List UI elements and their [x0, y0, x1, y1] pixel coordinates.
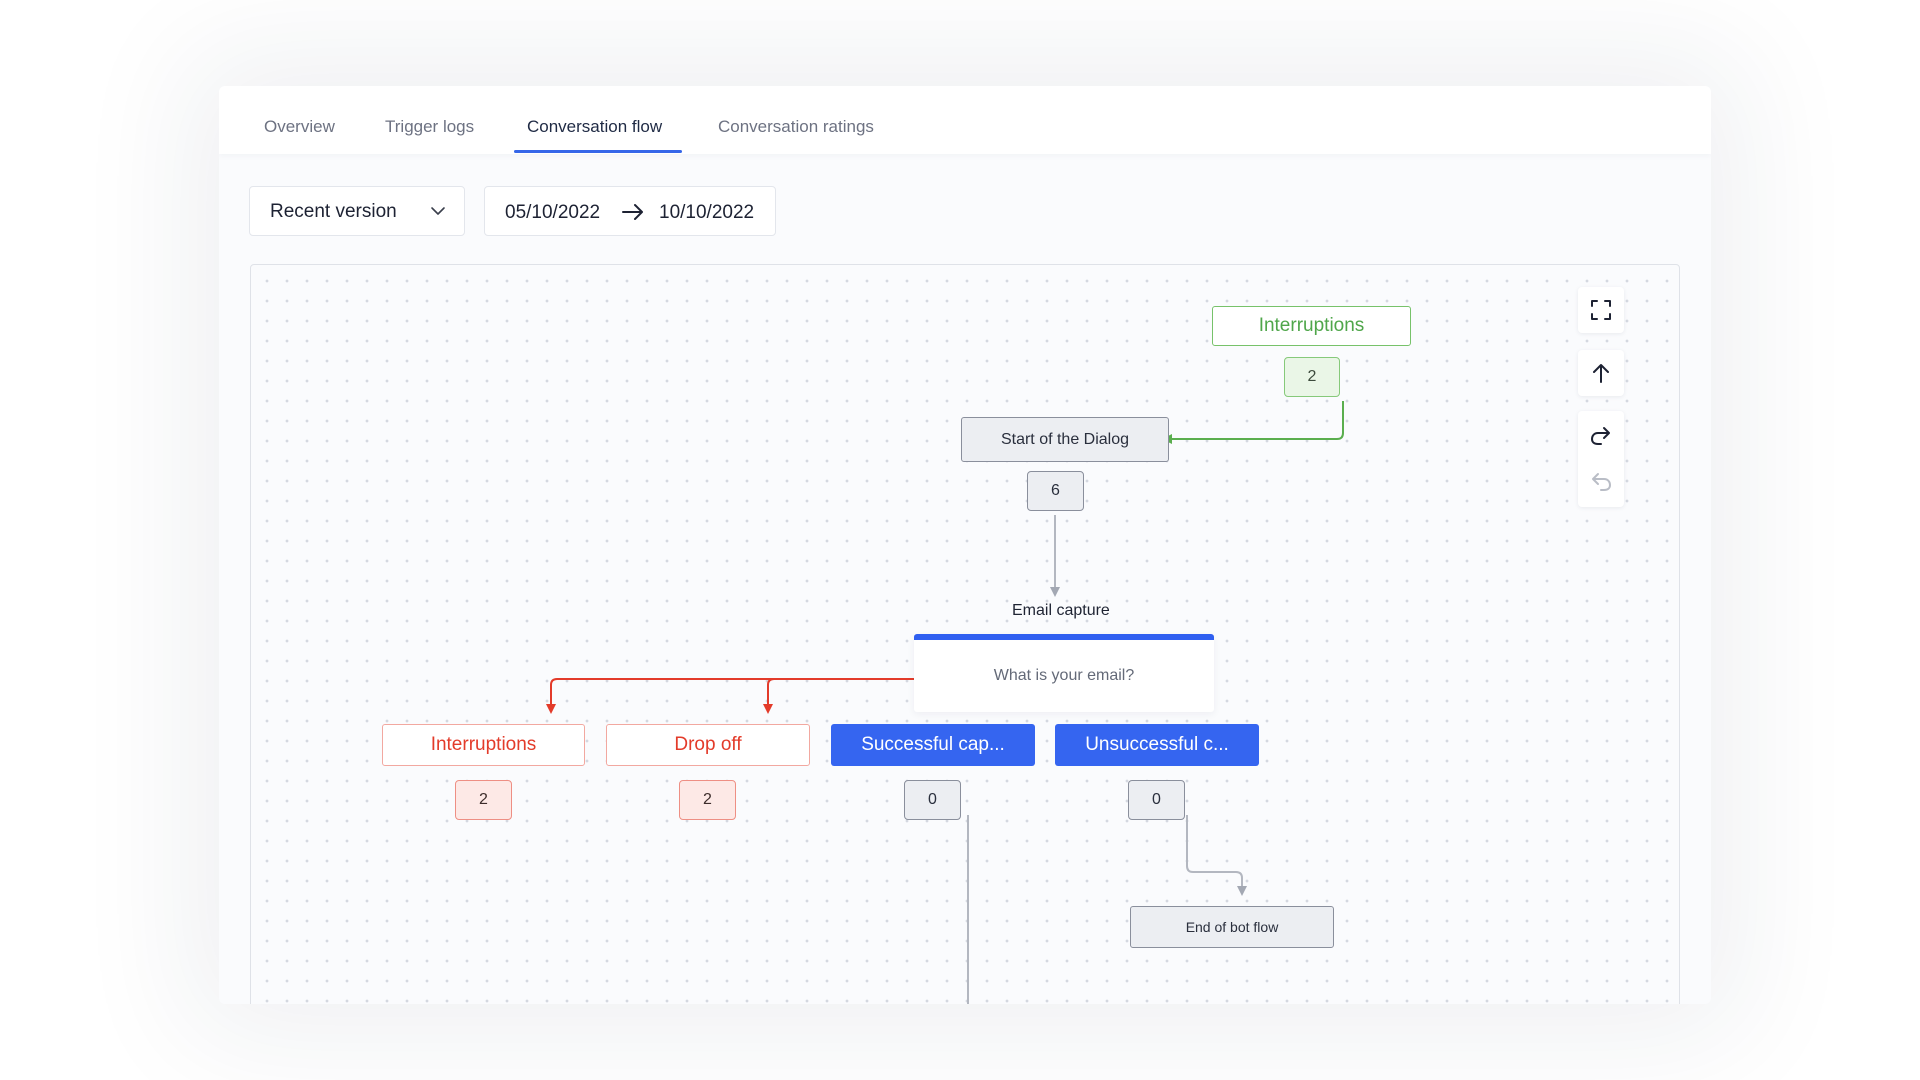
version-select-value: Recent version [270, 201, 397, 222]
node-interruptions[interactable]: Interruptions [382, 724, 585, 766]
tab-overview[interactable]: Overview [264, 117, 335, 136]
edge-email-to-branches [550, 678, 914, 709]
date-to[interactable]: 10/10/2022 [659, 202, 755, 223]
undo-button[interactable] [1578, 459, 1624, 505]
email-capture-title: Email capture [1012, 602, 1110, 619]
node-end-of-bot-flow[interactable]: End of bot flow [1130, 906, 1334, 948]
count-interruptions: 2 [455, 780, 512, 820]
date-range-picker[interactable]: 05/10/2022 10/10/2022 [484, 186, 776, 236]
count-top-interruptions: 2 [1284, 357, 1340, 397]
scroll-to-top-button[interactable] [1578, 350, 1624, 396]
flow-canvas[interactable]: Interruptions 2 Start of the Dialog 6 Em… [250, 264, 1680, 1004]
tab-trigger-logs[interactable]: Trigger logs [385, 117, 475, 136]
node-drop-off[interactable]: Drop off [606, 724, 810, 766]
email-capture-card[interactable]: What is your email? [914, 634, 1214, 712]
fullscreen-icon [1591, 300, 1611, 320]
active-tab-indicator [514, 150, 682, 153]
count-unsuccessful-capture: 0 [1128, 780, 1185, 820]
node-top-interruptions[interactable]: Interruptions [1212, 306, 1411, 346]
fullscreen-button[interactable] [1578, 287, 1624, 333]
edge-unsuccessful-to-end [1186, 815, 1247, 896]
count-drop-off: 2 [679, 780, 736, 820]
node-successful-capture[interactable]: Successful cap... [831, 724, 1035, 766]
redo-button[interactable] [1578, 413, 1624, 459]
count-successful-capture: 0 [904, 780, 961, 820]
arrow-up-icon [1593, 364, 1609, 383]
version-select[interactable]: Recent version [249, 186, 465, 236]
history-controls [1578, 411, 1624, 507]
node-start-of-dialog[interactable]: Start of the Dialog [961, 417, 1169, 462]
count-start-of-dialog: 6 [1027, 471, 1084, 511]
chevron-down-icon [431, 207, 445, 215]
tab-bar: Overview Trigger logs Conversation flow … [219, 86, 1711, 154]
tab-conversation-flow[interactable]: Conversation flow [527, 117, 663, 136]
analytics-panel: Overview Trigger logs Conversation flow … [219, 86, 1711, 1004]
redo-icon [1591, 427, 1610, 445]
arrow-right-icon [622, 204, 643, 220]
date-from[interactable]: 05/10/2022 [505, 202, 601, 223]
node-unsuccessful-capture[interactable]: Unsuccessful c... [1055, 724, 1259, 766]
edge-interruptions-to-start [1162, 401, 1344, 444]
tab-conversation-ratings[interactable]: Conversation ratings [718, 117, 874, 136]
undo-icon [1592, 473, 1611, 491]
